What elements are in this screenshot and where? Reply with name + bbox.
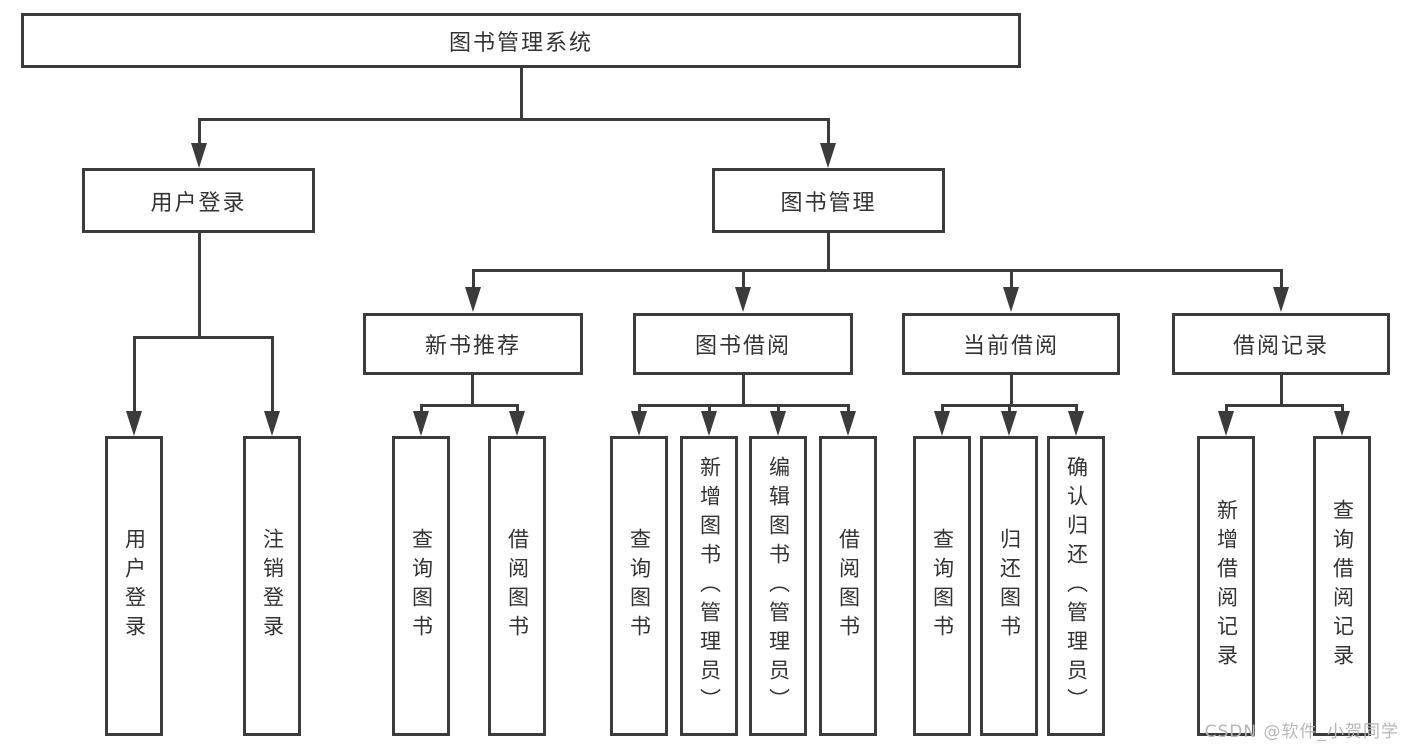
connector-line (420, 404, 423, 414)
leaf-label: 编辑图书（管理员） (766, 455, 791, 717)
arrow-down-icon (465, 287, 481, 312)
node-user-login: 用户登录 (82, 168, 315, 233)
arrow-down-icon (264, 411, 280, 436)
connector-line (472, 269, 1282, 272)
connector-line (1280, 375, 1283, 407)
arrow-down-icon (934, 411, 950, 436)
arrow-down-icon (1068, 411, 1084, 436)
leaf-label: 新增图书（管理员） (697, 455, 722, 717)
node-current-borrowing: 当前借阅 (902, 313, 1120, 375)
node-label: 用户登录 (150, 190, 247, 216)
connector-line (133, 336, 136, 414)
leaf-label: 注销登录 (260, 528, 285, 644)
leaf-label: 查询图书 (627, 528, 652, 644)
leaf-borrow-borrow-books: 借阅图书 (819, 436, 877, 736)
csdn-watermark: CSDN @软件_小贺同学 (1204, 722, 1399, 742)
leaf-newrec-query-books: 查询图书 (392, 436, 450, 736)
arrow-down-icon (1001, 411, 1017, 436)
leaf-newrec-borrow-books: 借阅图书 (488, 436, 546, 736)
leaf-current-confirm-return-admin: 确认归还（管理员） (1047, 436, 1105, 736)
connector-line (708, 404, 711, 414)
leaf-borrow-add-books-admin: 新增图书（管理员） (680, 436, 738, 736)
leaf-borrow-query-books: 查询图书 (610, 436, 668, 736)
connector-line (941, 404, 944, 414)
connector-line (133, 336, 274, 339)
leaf-label: 借阅图书 (505, 528, 530, 644)
node-label: 图书管理 (780, 190, 877, 216)
arrow-down-icon (1003, 287, 1019, 312)
connector-line (827, 118, 830, 150)
node-new-book-recommend: 新书推荐 (363, 313, 583, 375)
leaf-label: 归还图书 (997, 528, 1022, 644)
arrow-down-icon (820, 143, 836, 168)
connector-line (472, 269, 475, 291)
leaf-label: 借阅图书 (836, 528, 861, 644)
arrow-down-icon (1218, 411, 1234, 436)
leaf-label: 查询图书 (409, 528, 434, 644)
connector-line (847, 404, 850, 414)
connector-line (827, 233, 830, 271)
node-label: 图书借阅 (694, 334, 791, 359)
leaf-current-return-books: 归还图书 (980, 436, 1038, 736)
leaf-label: 新增借阅记录 (1214, 499, 1239, 673)
connector-line (1075, 404, 1078, 414)
arrow-down-icon (413, 411, 429, 436)
leaf-user-login: 用户登录 (105, 436, 163, 736)
arrow-down-icon (126, 411, 142, 436)
connector-line (420, 404, 518, 407)
connector-line (198, 233, 201, 338)
connector-line (742, 375, 745, 407)
connector-line (471, 375, 474, 407)
connector-line (516, 404, 519, 414)
node-borrowing-records: 借阅记录 (1172, 313, 1390, 375)
arrow-down-icon (191, 143, 207, 168)
leaf-label: 查询借阅记录 (1330, 499, 1355, 673)
arrow-down-icon (509, 411, 525, 436)
arrow-down-icon (631, 411, 647, 436)
connector-line (638, 404, 850, 407)
leaf-current-query-books: 查询图书 (913, 436, 971, 736)
node-book-management: 图书管理 (712, 168, 945, 233)
connector-line (198, 118, 201, 150)
node-label: 当前借阅 (962, 334, 1059, 359)
arrow-down-icon (1273, 287, 1289, 312)
arrow-down-icon (840, 411, 856, 436)
arrow-down-icon (770, 411, 786, 436)
connector-line (638, 404, 641, 414)
leaf-label: 查询图书 (930, 528, 955, 644)
connector-line (742, 269, 745, 291)
connector-line (271, 336, 274, 414)
connector-line (1010, 375, 1013, 407)
connector-line (1341, 404, 1344, 414)
node-book-borrowing: 图书借阅 (633, 313, 853, 375)
connector-line (1225, 404, 1228, 414)
leaf-borrow-edit-books-admin: 编辑图书（管理员） (749, 436, 807, 736)
connector-line (777, 404, 780, 414)
connector-line (1280, 269, 1283, 291)
node-label: 借阅记录 (1232, 334, 1329, 359)
arrow-down-icon (1334, 411, 1350, 436)
connector-line (1225, 404, 1344, 407)
node-label: 新书推荐 (424, 334, 521, 359)
arrow-down-icon (735, 287, 751, 312)
connector-line (1010, 269, 1013, 291)
leaf-label: 用户登录 (122, 528, 147, 644)
leaf-logout: 注销登录 (243, 436, 301, 736)
leaf-records-query-record: 查询借阅记录 (1313, 436, 1371, 736)
connector-line (1008, 404, 1011, 414)
node-library-system: 图书管理系统 (21, 13, 1021, 68)
connector-line (198, 118, 830, 121)
leaf-label: 确认归还（管理员） (1064, 455, 1089, 717)
arrow-down-icon (701, 411, 717, 436)
node-label: 图书管理系统 (448, 30, 593, 56)
connector-line (520, 68, 523, 121)
leaf-records-add-record: 新增借阅记录 (1197, 436, 1255, 736)
